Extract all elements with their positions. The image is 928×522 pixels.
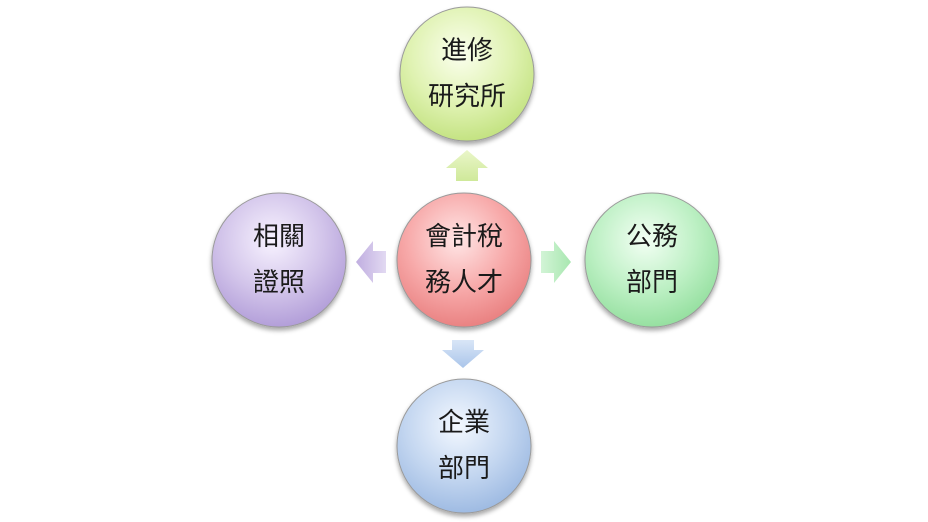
node-left-circle xyxy=(211,192,347,328)
arrow-up xyxy=(446,150,488,181)
node-right-circle xyxy=(584,192,720,328)
arrow-left xyxy=(356,241,386,283)
node-top-circle xyxy=(399,6,535,142)
arrow-down xyxy=(442,340,484,368)
node-bottom-circle xyxy=(396,378,532,514)
node-center-circle xyxy=(396,192,532,328)
arrow-right xyxy=(541,241,571,283)
